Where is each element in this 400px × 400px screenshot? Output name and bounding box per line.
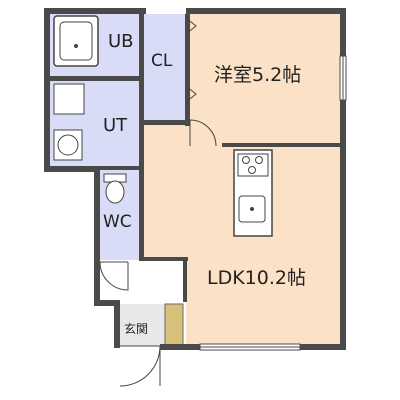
western-room-area — [188, 14, 343, 146]
room-label-ut: UT — [103, 115, 128, 136]
shoe-box — [164, 303, 184, 347]
toilet — [103, 173, 127, 204]
room-label-western-room: 洋室5.2帖 — [214, 64, 302, 86]
windows — [199, 55, 347, 351]
hall-area — [97, 262, 186, 302]
washbasin — [53, 129, 83, 161]
room-label-ldk: LDK10.2帖 — [207, 267, 306, 289]
room-label-cl: CL — [151, 51, 173, 71]
room-label-entrance: 玄関 — [124, 322, 149, 336]
bathtub — [53, 15, 99, 67]
room-label-wc: WC — [103, 212, 132, 232]
closet-area — [142, 14, 188, 120]
washing-machine-space — [53, 83, 85, 115]
entrance-area — [119, 304, 165, 346]
doors — [99, 17, 217, 387]
room-label-ub: UB — [108, 31, 134, 52]
ldk-area — [142, 124, 343, 350]
kitchen-counter — [233, 149, 273, 237]
